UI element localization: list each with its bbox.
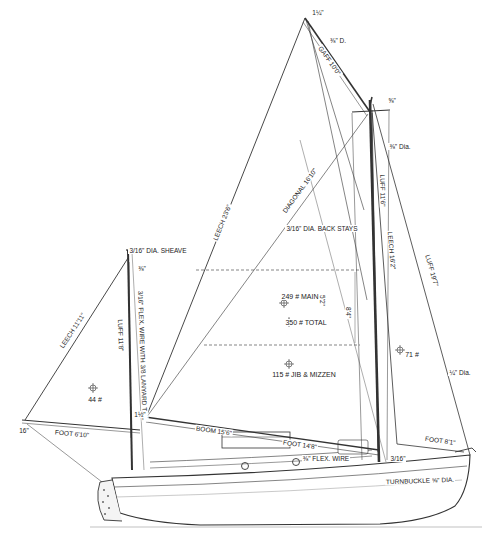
dimension-label: 350 # TOTAL xyxy=(284,319,327,326)
dimension-label: 115 # JIB & MIZZEN xyxy=(271,371,337,378)
dimension-label: ⅜" FLEX. WIRE xyxy=(302,455,350,462)
dimension-label: ⅜" Dia. xyxy=(388,143,411,150)
dimension-label: 3/16" FLEX. WIRE WITH 3/8 LANYARD TAIL xyxy=(137,289,149,421)
dimension-label: 1¼" xyxy=(311,9,324,16)
dimension-label: 8'4" xyxy=(345,306,352,319)
dimension-label: BOOM 15'6" xyxy=(195,424,234,436)
dimension-label: 5'2" xyxy=(319,294,326,307)
dimension-label: ⅝" xyxy=(387,97,397,104)
dimension-label: FOOT 8'1" xyxy=(423,434,456,445)
dimension-label: ⅜" D. xyxy=(329,37,347,44)
dimension-label: 3/16" DIA. SHEAVE xyxy=(128,247,187,254)
dimension-label: LEECH 23'6" xyxy=(211,202,232,242)
dimension-label: FOOT 6'10" xyxy=(54,428,91,438)
dimension-label: 3/16" DIA. BACK STAYS xyxy=(285,225,358,232)
dimension-label: LUFF 19'7" xyxy=(424,252,440,287)
dimension-label: 1½" xyxy=(133,411,146,418)
dimension-label: GAFF 10'0" xyxy=(317,43,343,76)
dimension-label: 44 # xyxy=(87,396,103,403)
dimension-label: 16" xyxy=(18,427,30,434)
dimension-label: LUFF 11'6" xyxy=(379,173,387,207)
dimension-label: LUFF 11'8" xyxy=(117,318,125,352)
dimension-label: 3/16" xyxy=(390,455,407,462)
dimension-label: ⅜" xyxy=(137,265,147,272)
dimension-label: ¼" Dia. xyxy=(448,369,471,376)
dimension-label: 249 # MAIN xyxy=(281,293,320,300)
dimension-label: 71 # xyxy=(404,351,420,358)
